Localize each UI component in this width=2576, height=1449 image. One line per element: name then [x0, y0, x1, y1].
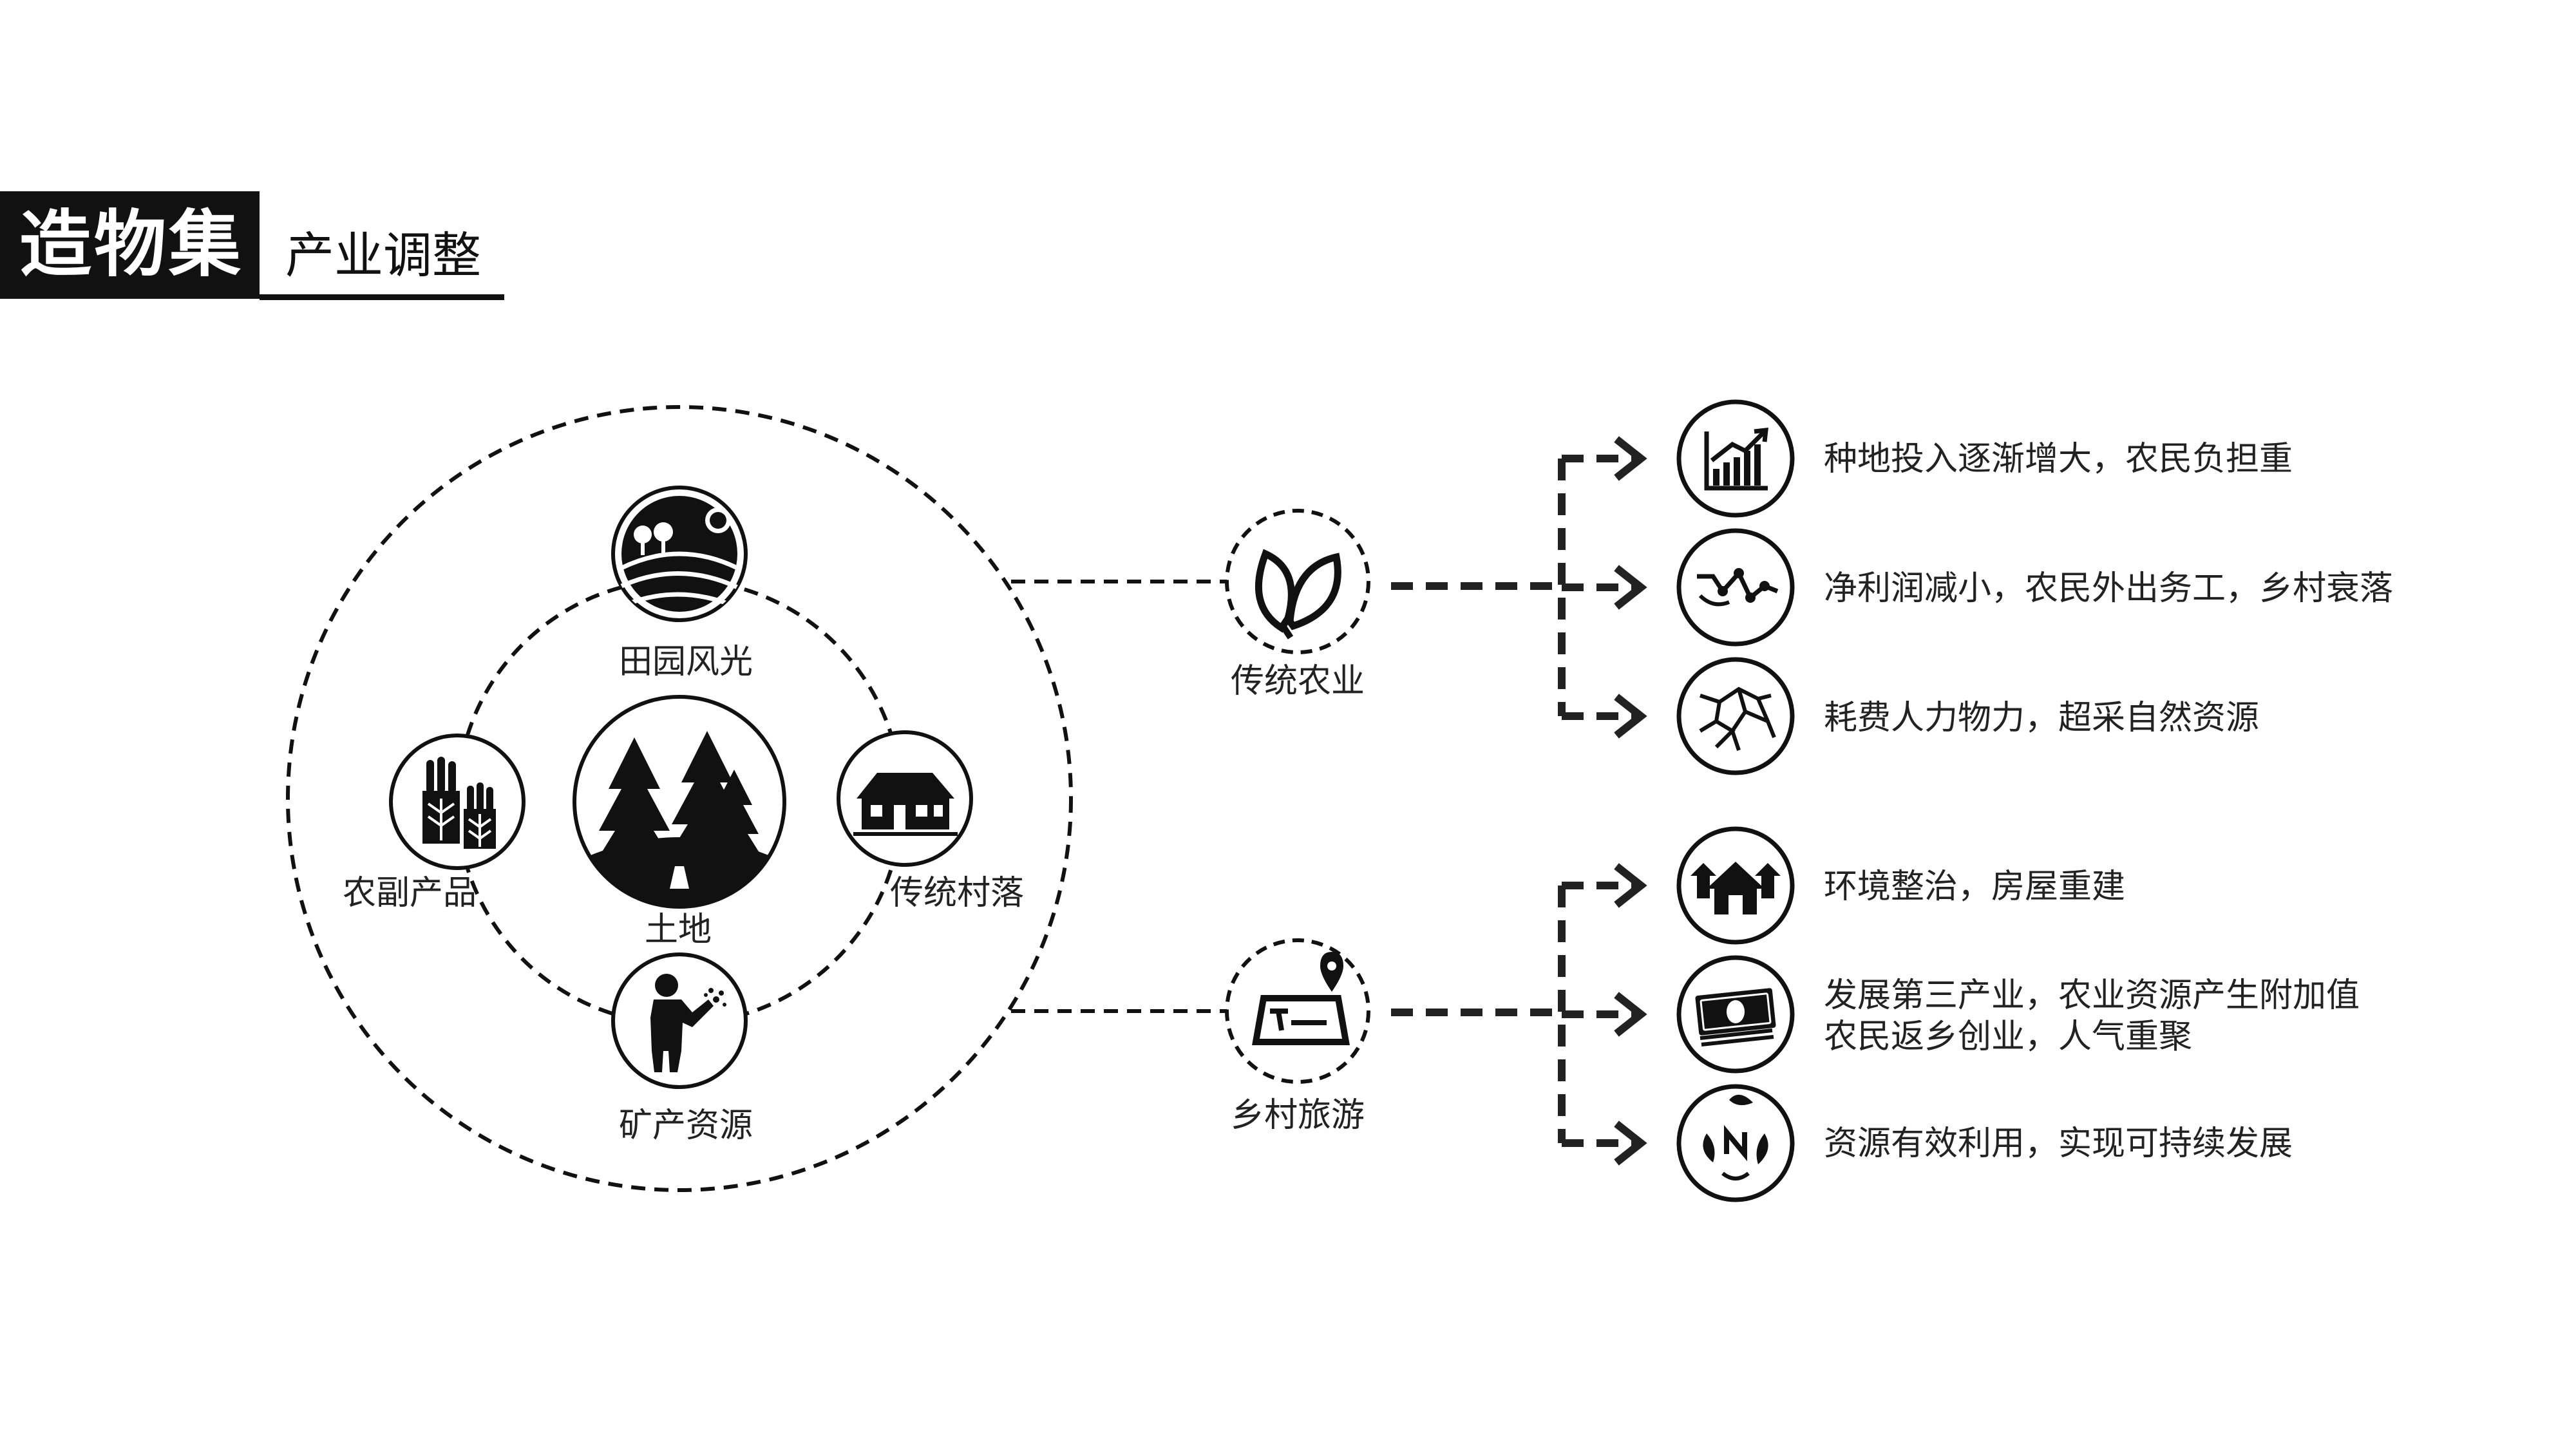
- page-title-block: 产业调整: [260, 191, 504, 300]
- brand-logo: 造物集: [0, 191, 260, 299]
- outcome-agri-3: 耗费人力物力，超采自然资源: [1824, 699, 2260, 737]
- label-center-land: 土地: [645, 911, 712, 949]
- house-icon: [837, 730, 973, 867]
- arrow-tour-1: [1562, 863, 1647, 908]
- title-underline: [260, 294, 504, 300]
- wheat-icon: [389, 734, 526, 870]
- page-title: 产业调整: [285, 227, 481, 284]
- house-rebuild-icon: [1676, 826, 1795, 945]
- outcome-tour-2-line1: 发展第三产业，农业资源产生附加值: [1824, 976, 2360, 1015]
- arrow-tour-3: [1562, 1121, 1647, 1166]
- nitrogen-leaf-icon: [1676, 1084, 1795, 1202]
- prospector-icon: [611, 952, 748, 1089]
- arrow-agri-1: [1562, 436, 1647, 481]
- arrow-agri-3: [1562, 694, 1647, 739]
- farm-landscape-icon: [611, 486, 748, 622]
- label-traditional-village: 传统村落: [890, 874, 1025, 913]
- outcome-tour-3: 资源有效利用，实现可持续发展: [1824, 1124, 2293, 1163]
- forest-icon: [573, 695, 786, 909]
- label-pastoral-scenery: 田园风光: [619, 643, 753, 681]
- map-pin-icon: [1225, 938, 1370, 1084]
- label-mineral-resources: 矿产资源: [619, 1106, 753, 1145]
- outcome-tour-1: 环境整治，房屋重建: [1824, 867, 2126, 906]
- outcome-tour-2-line2: 农民返乡创业，人气重聚: [1824, 1018, 2193, 1056]
- leaves-icon: [1225, 509, 1370, 654]
- label-agricultural-products: 农副产品: [343, 874, 477, 913]
- money-icon: [1676, 955, 1795, 1074]
- outcome-agri-2: 净利润减小，农民外出务工，乡村衰落: [1824, 569, 2394, 608]
- bar-chart-up-icon: [1676, 399, 1795, 518]
- arrow-agri-2: [1562, 565, 1647, 610]
- brand-logo-text: 造物集: [19, 202, 243, 287]
- label-traditional-agriculture: 传统农业: [1231, 662, 1365, 701]
- outer-dashed-circle: [286, 405, 1073, 1192]
- cracked-earth-icon: [1676, 657, 1795, 775]
- declining-graph-icon: [1676, 528, 1795, 647]
- arrow-tour-2: [1562, 992, 1647, 1037]
- outcome-agri-1: 种地投入逐渐增大，农民负担重: [1824, 440, 2293, 478]
- label-rural-tourism: 乡村旅游: [1231, 1096, 1365, 1135]
